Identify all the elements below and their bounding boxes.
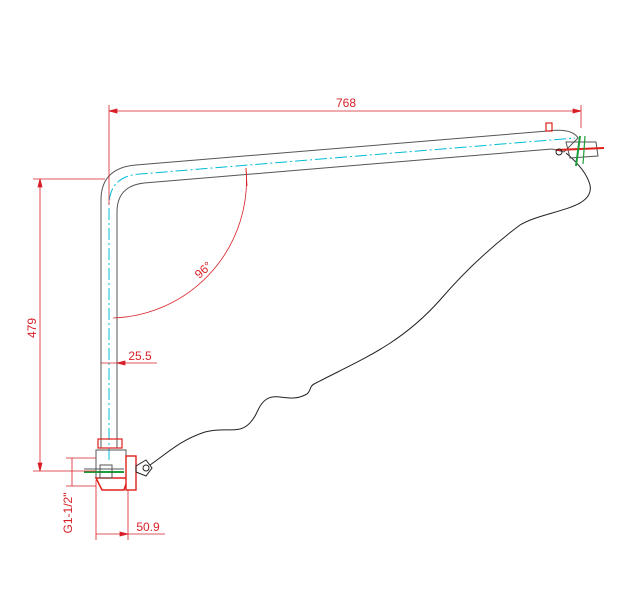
elbow-end — [547, 129, 579, 153]
connector-block — [125, 455, 137, 491]
nozzle-green-stem-2 — [582, 135, 586, 165]
offset-label: 25.5 — [128, 349, 152, 363]
thread-label: G1-1/2" — [61, 493, 75, 534]
nozzle-knob — [555, 148, 563, 156]
end-cap — [545, 122, 553, 132]
width-arrow-right — [572, 108, 582, 114]
pipe-inner-wall — [116, 148, 553, 448]
dimensions — [33, 105, 582, 540]
height-arrow-top — [37, 178, 43, 188]
inlet-nut — [99, 464, 113, 479]
height-label: 479 — [25, 318, 39, 338]
nozzle-body — [565, 141, 599, 159]
angle-label: 96° — [192, 259, 215, 282]
mount-bracket — [94, 477, 130, 491]
base-label: 50.9 — [136, 520, 160, 534]
width-label: 768 — [336, 96, 356, 110]
nozzle-red-bar — [555, 147, 605, 151]
angle-leader — [245, 167, 248, 187]
dimension-labels: 768 479 96° 25.5 G1-1/2" 50.9 — [25, 96, 356, 534]
pipe-outer-wall — [100, 130, 549, 448]
swivel-joint — [135, 459, 153, 477]
bottom-fitting — [84, 438, 153, 491]
angle-arc — [112, 167, 247, 319]
mount-flange-top — [97, 438, 123, 449]
height-arrow-bottom — [37, 462, 43, 472]
width-arrow-left — [108, 108, 118, 114]
pipe-arm — [100, 130, 553, 448]
flexible-hose — [149, 152, 591, 466]
pipe-centerline — [108, 137, 576, 460]
base-arrow — [119, 531, 129, 537]
nozzle-green-stem — [575, 135, 581, 167]
offset-arrow — [116, 360, 126, 366]
swivel-ball — [142, 464, 150, 472]
top-fitting — [545, 122, 605, 167]
